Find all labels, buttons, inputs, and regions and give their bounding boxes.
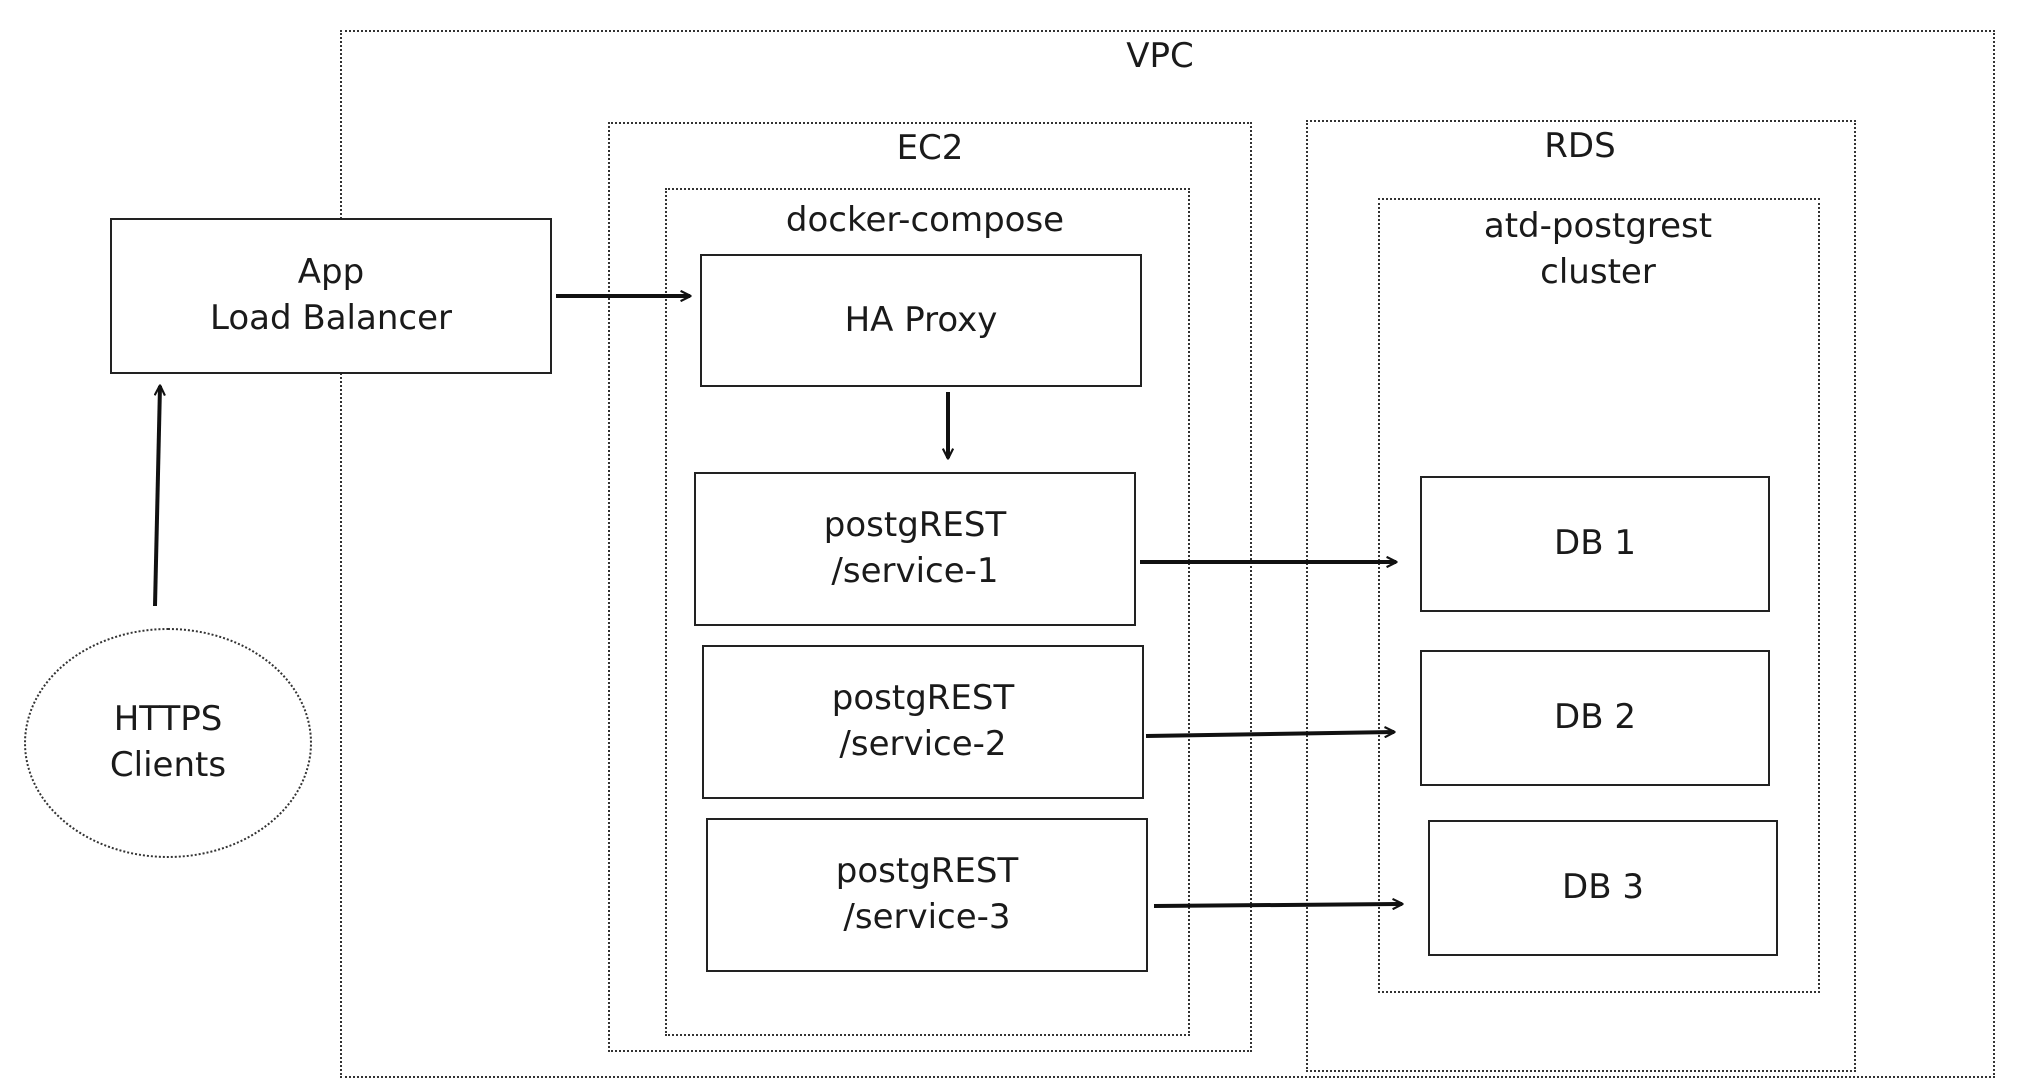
vpc-boundary — [340, 30, 1995, 1078]
service-3-node: postgREST /service-3 — [706, 818, 1148, 972]
db-2-label: DB 2 — [1554, 697, 1636, 738]
ha-proxy-label: HA Proxy — [844, 299, 998, 340]
service-1-node: postgREST /service-1 — [694, 472, 1136, 626]
load-balancer-line1: App — [297, 252, 365, 293]
service-1-line1: postgREST — [823, 505, 1007, 546]
ec2-label: EC2 — [896, 128, 964, 168]
load-balancer-line2: Load Balancer — [210, 298, 452, 338]
db-1-node: DB 1 — [1420, 476, 1770, 612]
vpc-label: VPC — [1126, 36, 1194, 76]
arrow-clients-to-lb — [153, 386, 160, 607]
cluster-boundary — [1378, 198, 1820, 993]
load-balancer-node: App Load Balancer — [110, 218, 552, 374]
cluster-label: atd-postgrest cluster — [1418, 204, 1778, 296]
service-2-node: postgREST /service-2 — [702, 645, 1144, 799]
clients-line2: Clients — [109, 745, 227, 785]
service-3-line1: postgREST — [835, 851, 1019, 892]
db-1-label: DB 1 — [1554, 523, 1636, 564]
ec2-boundary — [608, 122, 1252, 1052]
https-clients-node: HTTPS Clients — [24, 628, 312, 858]
clients-line1: HTTPS — [113, 699, 223, 740]
docker-compose-label: docker-compose — [785, 200, 1065, 240]
service-2-line2: /service-2 — [839, 724, 1007, 764]
service-2-line1: postgREST — [831, 678, 1015, 719]
rds-boundary — [1306, 120, 1856, 1072]
service-3-line2: /service-3 — [843, 897, 1011, 937]
ha-proxy-node: HA Proxy — [700, 254, 1142, 387]
docker-compose-boundary — [665, 188, 1190, 1036]
service-1-line2: /service-1 — [831, 551, 999, 591]
rds-label: RDS — [1544, 126, 1616, 166]
db-3-label: DB 3 — [1562, 867, 1644, 908]
cluster-label-line1: atd-postgrest — [1483, 206, 1713, 246]
db-3-node: DB 3 — [1428, 820, 1778, 956]
cluster-label-line2: cluster — [1540, 251, 1656, 292]
db-2-node: DB 2 — [1420, 650, 1770, 786]
